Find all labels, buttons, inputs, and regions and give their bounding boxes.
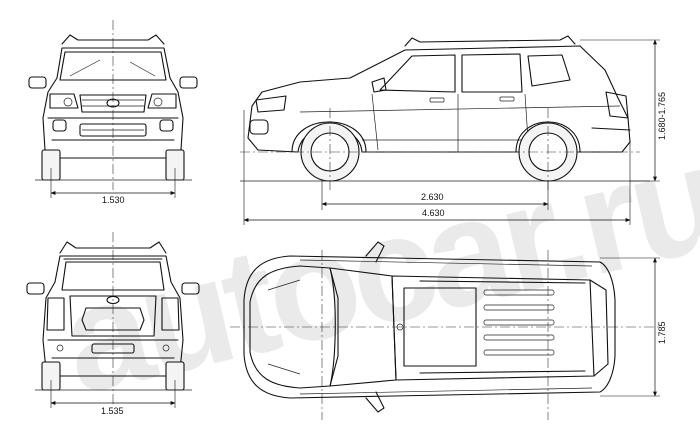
roof-antenna — [396, 323, 404, 331]
left-headlight — [49, 93, 79, 109]
rear-roof-rails — [59, 241, 167, 254]
top-roof-rail-left — [419, 280, 586, 284]
top-right-mirror — [365, 391, 385, 413]
top-body — [243, 255, 616, 399]
rear-window — [61, 261, 165, 291]
side-front-bumper — [249, 119, 269, 135]
rear-right-mirror — [181, 282, 200, 295]
rear-track-label: 1.535 — [101, 406, 124, 416]
width-dimension: 1.785 — [600, 257, 667, 397]
svg-text:autocar.ru: autocar.ru — [48, 112, 700, 425]
top-roof-rail-right — [419, 370, 586, 374]
side-rear-bumper-line — [591, 127, 631, 131]
wiper-lines — [69, 59, 156, 77]
front-view — [28, 20, 198, 190]
rear-track-dimension: 1.535 — [50, 380, 176, 416]
rear-plate-recess — [81, 307, 145, 331]
left-tail-lamp — [46, 297, 65, 331]
hood-creases — [267, 279, 301, 375]
right-tail-lamp — [161, 297, 180, 331]
quarter-window — [527, 54, 571, 87]
length-dimension: 4.630 — [243, 110, 631, 225]
right-mirror — [179, 76, 198, 89]
top-view — [230, 241, 660, 420]
side-view — [240, 35, 650, 190]
rear-door-window — [461, 53, 523, 93]
width-label: 1.785 — [657, 321, 667, 344]
front-windshield — [59, 51, 167, 81]
front-track-dimension: 1.530 — [50, 168, 176, 205]
top-windshield — [329, 267, 397, 387]
rear-bumper — [47, 339, 179, 359]
tailgate — [69, 295, 157, 337]
roof-cross-bars — [483, 289, 555, 356]
front-door-handle — [429, 97, 445, 103]
side-tail-lamp — [605, 91, 629, 119]
side-mirror — [371, 77, 387, 93]
wheelbase-dimension: 2.630 — [321, 180, 549, 210]
left-fog-lamp — [52, 119, 67, 132]
wheelbase-label: 2.630 — [421, 192, 444, 202]
side-roof-rail — [404, 35, 576, 47]
front-door-window — [379, 54, 456, 93]
length-label: 4.630 — [422, 208, 445, 218]
top-hood — [249, 265, 339, 389]
rear-door-handle — [499, 96, 515, 102]
front-badge — [106, 98, 120, 108]
shoulder-line — [299, 105, 621, 113]
front-wheel-arch — [291, 121, 367, 153]
front-grille — [79, 94, 147, 113]
top-left-mirror — [365, 241, 385, 263]
rear-badge — [106, 295, 120, 305]
height-dimension: 1.680-1.765 — [580, 39, 667, 182]
door-shut-lines — [371, 93, 529, 152]
top-sill-lines — [299, 259, 593, 395]
watermark: autocar.ru — [48, 112, 700, 425]
side-headlight — [255, 95, 287, 113]
front-roof-rails — [61, 34, 165, 45]
rear-view — [26, 232, 200, 405]
rear-left-mirror — [26, 282, 45, 295]
front-track-label: 1.530 — [102, 195, 125, 205]
lower-intake — [79, 123, 147, 137]
right-fog-lamp — [159, 119, 174, 132]
height-label: 1.680-1.765 — [657, 92, 667, 140]
right-headlight — [147, 93, 177, 109]
sunroof — [403, 287, 477, 367]
rear-step-pad — [91, 343, 135, 354]
front-bumper — [47, 117, 179, 141]
left-mirror — [28, 76, 47, 89]
top-rear-window — [589, 279, 609, 377]
